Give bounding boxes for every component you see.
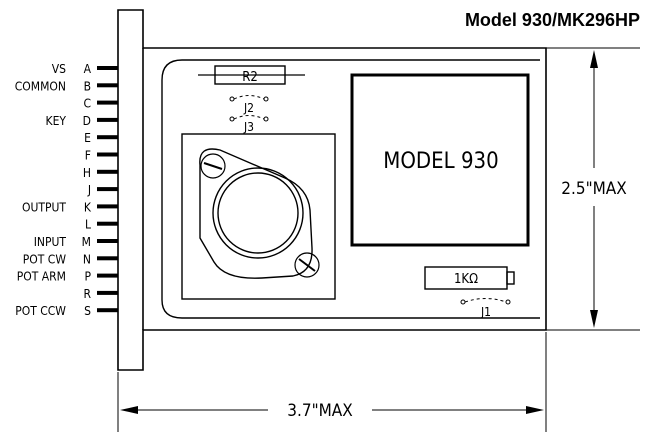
pot-label: 1KΩ (454, 272, 478, 287)
pin-k (97, 204, 118, 209)
pin-signal-label: COMMON (15, 79, 66, 93)
model-label: MODEL 930 (383, 149, 498, 174)
page-title: Model 930/MK296HP (464, 10, 640, 30)
pin-e (97, 135, 118, 140)
pin-letter: J (87, 183, 91, 197)
pin-r (97, 290, 118, 295)
pin-s (97, 308, 118, 313)
height-dimension: 2.5"MAX (546, 47, 640, 331)
pin-m (97, 239, 118, 243)
pin-signal-label: KEY (46, 114, 67, 128)
pin-letter: K (84, 200, 92, 214)
jumper-j3-label: J3 (243, 120, 254, 134)
pin-j (97, 187, 118, 192)
pin-signal-label: POT ARM (17, 270, 66, 284)
pin-letter: M (82, 235, 91, 249)
inner-enclosure (161, 59, 540, 319)
pin-letter: S (84, 304, 91, 318)
jumper-j2-label: J2 (243, 101, 254, 115)
jumper-j2: J2 (229, 95, 269, 115)
height-dimension-label: 2.5"MAX (561, 179, 626, 199)
resistor-label: R2 (242, 70, 258, 85)
width-dimension-label: 3.7"MAX (287, 401, 352, 421)
pin-letter: H (83, 166, 91, 180)
pin-f (97, 152, 118, 157)
pin-letter: A (84, 62, 92, 76)
mounting-screw-bottom (294, 252, 320, 278)
pin-letter: P (84, 270, 91, 284)
pin-signal-label: POT CCW (15, 304, 66, 318)
pin-letter: R (84, 287, 92, 301)
pin-p (97, 273, 118, 278)
pin-letter: N (83, 252, 91, 266)
transistor-assembly (181, 133, 336, 300)
pin-a (97, 66, 118, 70)
pin-d (97, 117, 118, 122)
jumper-j1-label: J1 (480, 305, 491, 319)
pin-h (97, 169, 118, 174)
width-dimension: 3.7"MAX (117, 332, 547, 432)
pin-letter: L (85, 218, 91, 232)
pin-letter: B (84, 79, 91, 93)
pin-l (97, 221, 118, 226)
resistor-r2: R2 (198, 65, 305, 85)
mounting-screw-top (200, 153, 226, 179)
pin-c (97, 100, 118, 105)
pin-signal-label: OUTPUT (22, 200, 66, 214)
pin-letter: E (84, 131, 91, 145)
pin-letter: F (85, 149, 91, 163)
pin-letter: C (83, 97, 91, 111)
pin-b (97, 83, 118, 88)
pin-letter: D (83, 114, 91, 128)
potentiometer-1k: 1KΩ (424, 266, 515, 290)
pin-n (97, 256, 118, 261)
pin-signal-label: VS (52, 62, 66, 76)
jumper-j1: J1 (460, 298, 511, 319)
jumper-j3: J3 (229, 115, 269, 134)
pin-signal-label: INPUT (34, 235, 67, 249)
model-label-box: MODEL 930 (350, 73, 530, 247)
pin-signal-label: POT CW (23, 252, 67, 266)
